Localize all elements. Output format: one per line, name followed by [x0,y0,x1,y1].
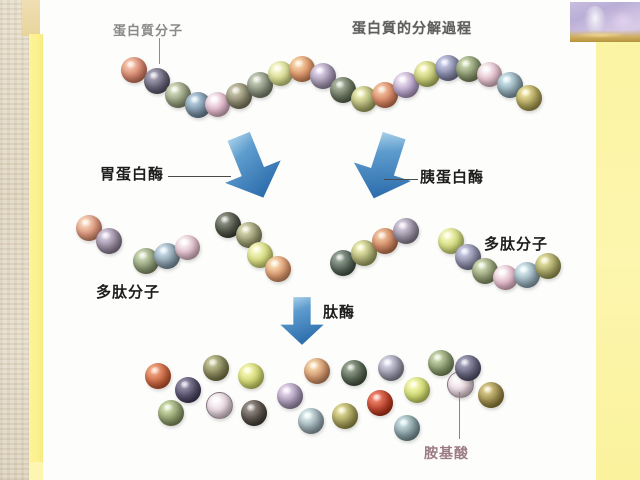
amino-acid-bead [478,382,504,408]
label-polypeptide-right: 多肽分子 [484,235,549,253]
amino-acid-bead [404,377,430,403]
protein-chain-bead [268,61,293,86]
polypeptide-bead [175,235,200,260]
label-protein-molecule: 蛋白質分子 [113,24,184,39]
amino-acid-bead [428,350,454,376]
slide-left-tan-block [22,0,40,36]
slide-left-texture-border [0,0,32,480]
polypeptide-bead [76,215,102,241]
label-amino-acid: 胺基酸 [424,446,469,462]
amino-acid-bead [298,408,324,434]
amino-acid-bead [238,363,264,389]
inset-photo-gold-band [570,30,640,42]
polypeptide-bead [393,218,419,244]
label-pepsin: 胃蛋白酶 [100,165,165,183]
inset-photo-glow [610,10,636,32]
protein-chain-bead [121,57,147,83]
amino-acid-bead [455,355,481,381]
amino-acid-bead [206,392,233,419]
label-trypsin: 胰蛋白酶 [420,168,485,186]
amino-acid-bead [378,355,404,381]
arrow-peptidase [276,290,328,352]
label-polypeptide-left: 多肽分子 [96,283,161,301]
amino-acid-bead [175,377,201,403]
polypeptide-bead [96,228,122,254]
leader-amino-acid [459,392,460,439]
arrow-pepsin [205,121,298,213]
amino-acid-bead [367,390,393,416]
inset-photo-highlight [584,6,606,36]
slide-left-yellow-strip [29,34,43,480]
protein-chain-bead [205,92,230,117]
leader-pepsin [168,176,231,177]
label-peptidase: 肽酶 [323,303,356,321]
slide-left-yellow-strip-bottom [29,462,43,480]
amino-acid-bead [341,360,367,386]
polypeptide-bead [493,265,518,290]
protein-chain-bead [497,72,523,98]
arrow-trypsin [339,123,429,212]
leader-protein-molecule [159,38,160,64]
amino-acid-bead [277,383,303,409]
leader-trypsin [384,179,418,180]
amino-acid-bead [145,363,171,389]
amino-acid-bead [158,400,184,426]
protein-chain-bead [516,85,542,111]
protein-chain-bead [165,82,191,108]
amino-acid-bead [332,403,358,429]
polypeptide-bead [535,253,561,279]
polypeptide-bead [265,256,291,282]
amino-acid-bead [241,400,267,426]
inset-photo-thumbnail [570,2,640,42]
slide-title: 蛋白質的分解過程 [352,21,472,37]
polypeptide-bead [455,244,481,270]
amino-acid-bead [203,355,229,381]
amino-acid-bead [304,358,330,384]
slide-right-yellow-panel [596,40,640,480]
amino-acid-bead [394,415,420,441]
